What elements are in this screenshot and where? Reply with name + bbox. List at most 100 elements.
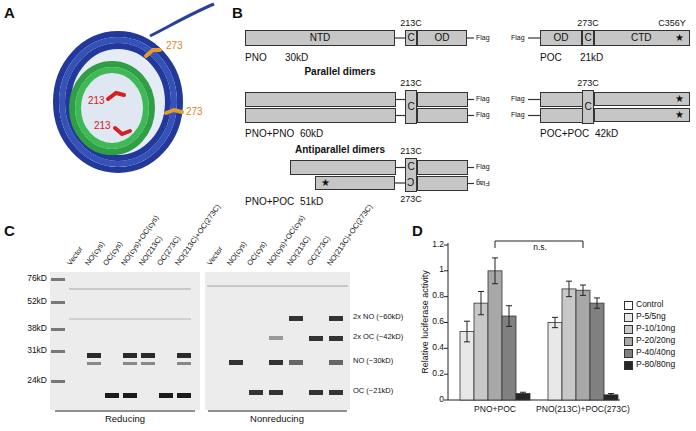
chart-axes: [444, 270, 448, 271]
label: 60kD: [300, 128, 323, 140]
label: NO (~30kD): [353, 357, 393, 366]
linker-line: [467, 183, 474, 184]
node-text: C: [407, 178, 414, 188]
gel-image: [50, 272, 350, 411]
helix-model: [72, 64, 152, 152]
chart-axes: [444, 241, 620, 400]
legend-swatch: [624, 313, 633, 322]
helix-model: [166, 110, 182, 113]
domain-box: ★: [315, 176, 395, 190]
label: PNO(213C)+POC(273C): [536, 405, 630, 415]
label: 21kD: [580, 52, 603, 64]
label: POC: [540, 52, 562, 64]
label: Flag: [511, 111, 525, 119]
residue-label: 213: [94, 120, 111, 132]
helix-model: [146, 50, 160, 56]
construct-parts: [418, 177, 468, 191]
helix-model: [56, 4, 214, 170]
linker-line: [467, 115, 474, 116]
label: PNO+POC: [474, 405, 516, 415]
node-text: OD: [554, 33, 569, 43]
node-text: ★: [321, 178, 330, 188]
gel-image: [289, 360, 303, 365]
label: Flag: [476, 163, 490, 171]
legend-swatch: [624, 301, 633, 310]
bar: [488, 271, 502, 400]
gel-image: [55, 411, 347, 412]
label: 0.2: [432, 369, 444, 379]
gel-image: [87, 362, 191, 365]
helix-model: [150, 4, 214, 36]
label: n.s.: [533, 243, 547, 253]
gel-image: [269, 390, 283, 395]
residue-label: 273: [186, 106, 203, 118]
helix-model: [68, 46, 168, 158]
residue-label: 273: [166, 40, 183, 52]
gel-image: [177, 393, 191, 398]
gel-image: [51, 380, 65, 383]
gel-image: [123, 393, 137, 398]
error-bar: [492, 258, 498, 284]
gel-image: [141, 362, 155, 365]
label: Flag: [511, 95, 525, 103]
label: 273C: [400, 194, 422, 204]
gel-image: [51, 278, 65, 383]
linker-line: [395, 99, 405, 100]
domain-box: CTD★: [594, 30, 690, 46]
gel-image: [105, 393, 191, 398]
cysteine-box: C: [582, 30, 594, 46]
error-bar: [478, 291, 484, 314]
node-text: C: [584, 102, 591, 112]
residue-label: 213: [88, 95, 105, 107]
construct-parts: [246, 109, 396, 123]
domain-box: OD: [417, 30, 467, 46]
label: Flag: [511, 34, 525, 42]
gel-image: [229, 360, 243, 365]
legend-swatch: [624, 337, 633, 346]
gel-image: [51, 278, 65, 281]
label: 38kD: [27, 324, 47, 334]
panel-letter: B: [232, 4, 243, 21]
node-text: C: [407, 162, 414, 172]
gel-image: [249, 390, 263, 395]
gel-image: [329, 360, 343, 365]
gel-image: [207, 285, 348, 287]
linker-connector: [395, 182, 405, 183]
label: Parallel dimers: [304, 66, 375, 78]
cysteine-box: C: [582, 90, 594, 124]
legend-text: P-20/20ng: [636, 336, 675, 346]
helix-model: [78, 70, 146, 146]
error-bar: [594, 298, 600, 308]
gel-image: [87, 362, 101, 365]
legend-text: P-10/10ng: [636, 324, 675, 334]
label: OC (~21kD): [353, 387, 393, 396]
linker-line: [395, 115, 405, 116]
domain-box: ★: [594, 108, 690, 122]
helix-model: [115, 128, 130, 134]
error-bar: [580, 285, 586, 295]
bar: [548, 322, 562, 400]
gel-image: [329, 390, 343, 395]
domain-box: OD: [540, 30, 582, 46]
linker-line: [528, 99, 540, 100]
label: 42kD: [595, 128, 618, 140]
label: Flag: [476, 34, 490, 42]
linker-line: [467, 99, 474, 100]
domain-box: ★: [594, 92, 690, 106]
lane-label: Vector: [206, 246, 225, 268]
label: Antiparallel dimers: [295, 144, 385, 156]
linker-line: [528, 37, 540, 38]
gel-image: [87, 353, 101, 358]
error-bar: [464, 321, 470, 342]
chart-axes: [444, 400, 448, 401]
bar: [590, 303, 604, 400]
gel-image: [177, 353, 191, 358]
linker-line: [467, 167, 474, 168]
label: Relative luciferase activity: [420, 270, 430, 374]
linker-line: [467, 37, 474, 38]
label: 273C: [577, 78, 599, 88]
label: 52kD: [27, 297, 47, 307]
